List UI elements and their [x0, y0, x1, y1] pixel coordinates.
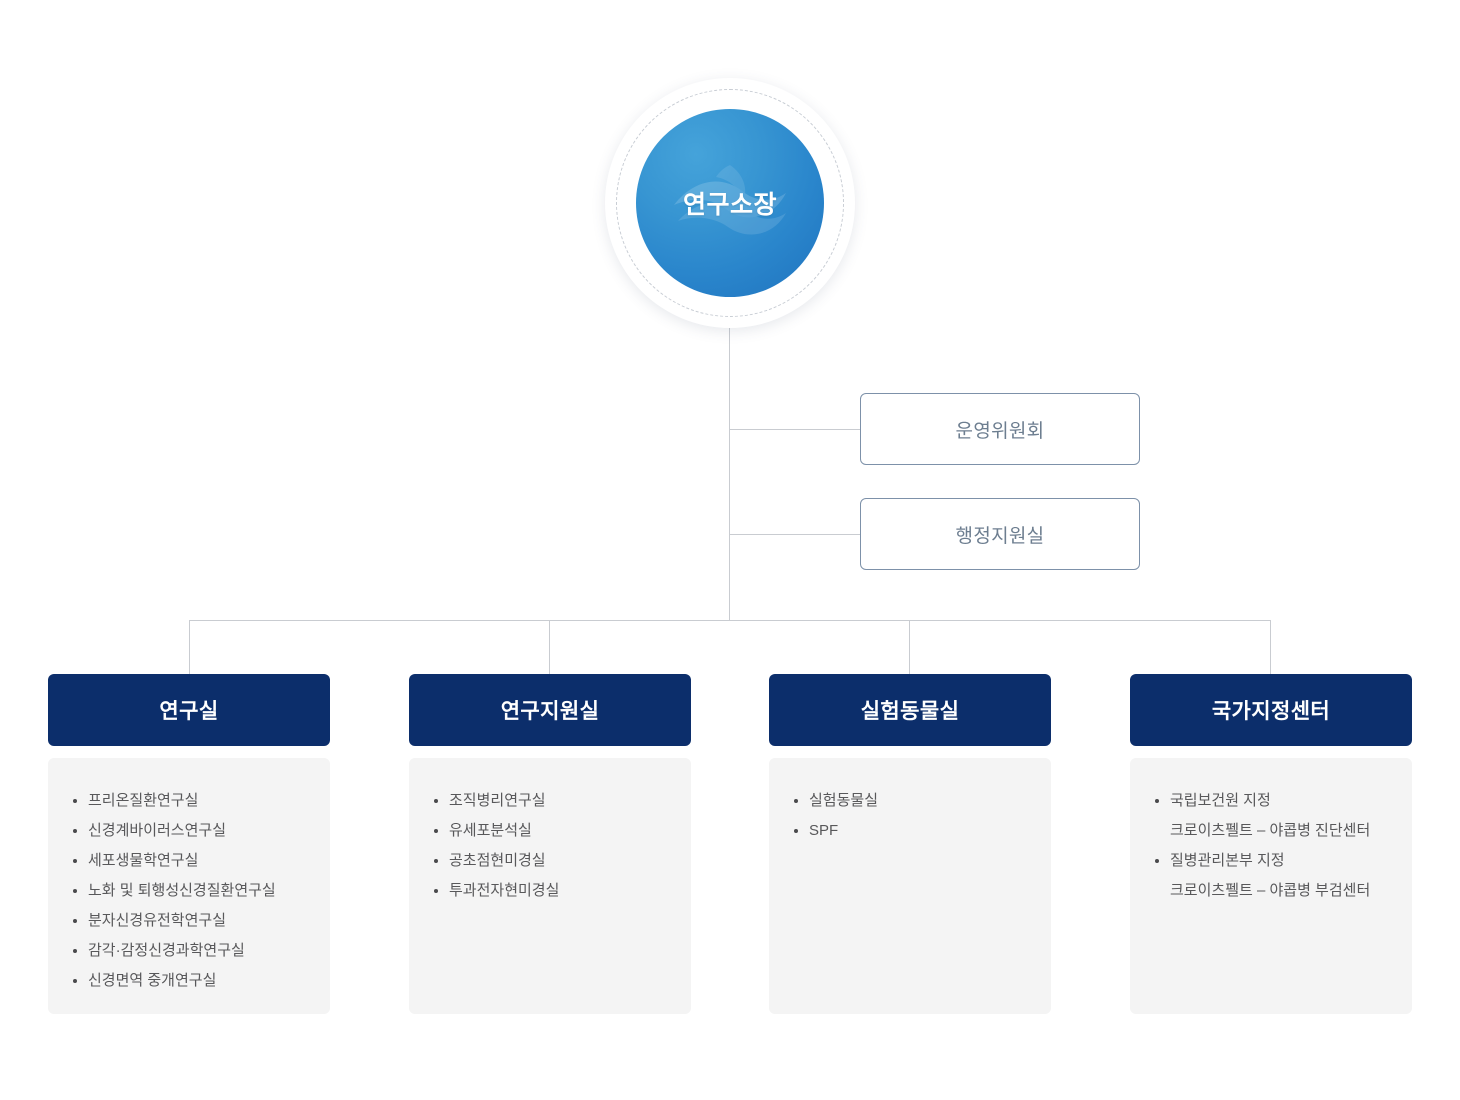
- list-item: 세포생물학연구실: [66, 846, 312, 876]
- connector-drop-3: [909, 620, 910, 674]
- list-item: 신경계바이러스연구실: [66, 816, 312, 846]
- list-item-subline: 크로이츠펠트 – 야콥병 부검센터: [1170, 882, 1371, 899]
- department-header[interactable]: 연구지원실: [409, 674, 691, 746]
- connector-drop-4: [1270, 620, 1271, 674]
- list-item: SPF: [787, 816, 1033, 846]
- connector-branch-admin: [729, 534, 860, 535]
- list-item: 신경면역 중개연구실: [66, 966, 312, 996]
- director-node[interactable]: 연구소장: [605, 78, 855, 328]
- list-item: 노화 및 퇴행성신경질환연구실: [66, 876, 312, 906]
- list-item: 실험동물실: [787, 786, 1033, 816]
- director-dashed-ring: [616, 89, 844, 317]
- list-item: 감각·감정신경과학연구실: [66, 936, 312, 966]
- connector-drop-2: [549, 620, 550, 674]
- list-item: 공초점현미경실: [427, 846, 673, 876]
- list-item: 분자신경유전학연구실: [66, 906, 312, 936]
- connector-vertical-main: [729, 328, 730, 621]
- list-item: 조직병리연구실: [427, 786, 673, 816]
- list-item-subline: 크로이츠펠트 – 야콥병 진단센터: [1170, 822, 1371, 839]
- director-circle: 연구소장: [636, 109, 824, 297]
- list-item: 프리온질환연구실: [66, 786, 312, 816]
- department-header[interactable]: 국가지정센터: [1130, 674, 1412, 746]
- side-box-operating-committee[interactable]: 운영위원회: [860, 393, 1140, 465]
- department-header[interactable]: 연구실: [48, 674, 330, 746]
- list-item: 유세포분석실: [427, 816, 673, 846]
- connector-horizontal-bus: [189, 620, 1271, 621]
- connector-branch-committee: [729, 429, 860, 430]
- connector-drop-1: [189, 620, 190, 674]
- director-label: 연구소장: [682, 191, 777, 219]
- department-header[interactable]: 실험동물실: [769, 674, 1051, 746]
- list-item: 투과전자현미경실: [427, 876, 673, 906]
- side-box-administrative-support[interactable]: 행정지원실: [860, 498, 1140, 570]
